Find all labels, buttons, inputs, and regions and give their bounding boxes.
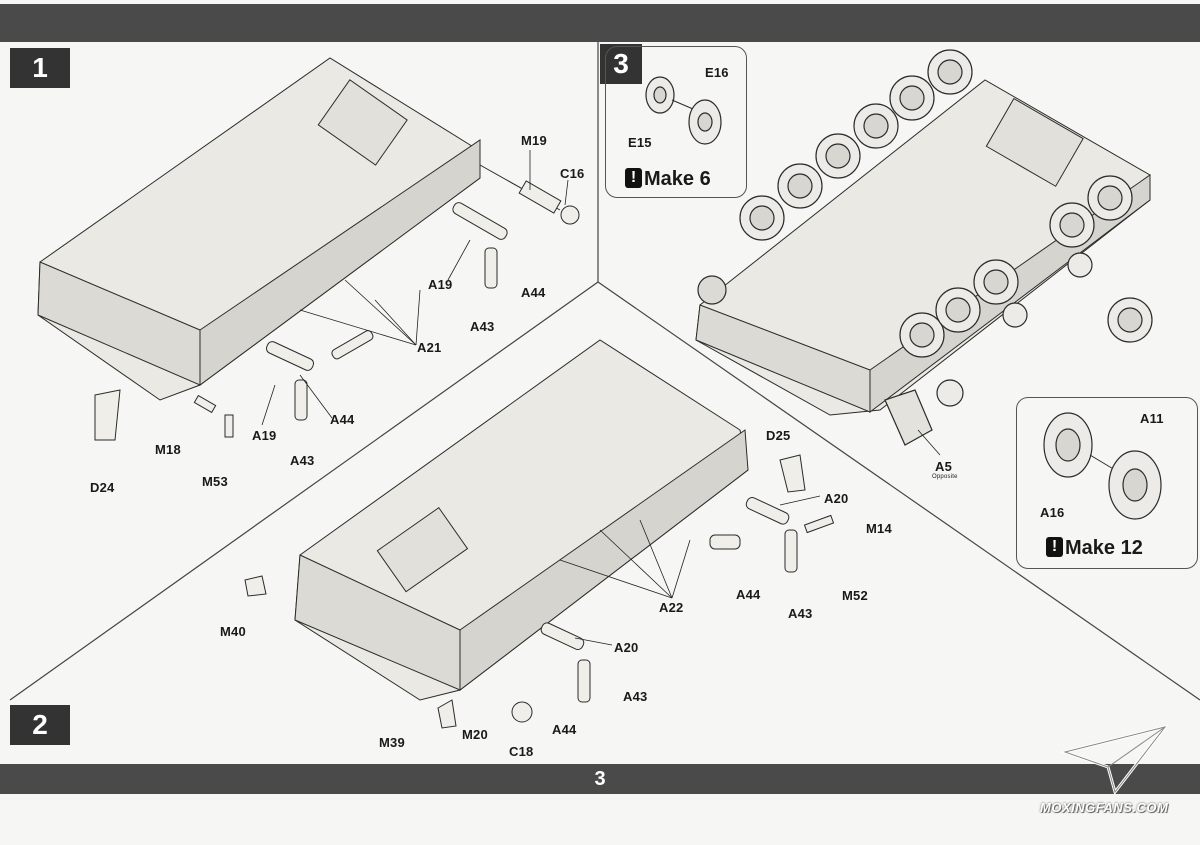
step2-suspension-parts: [244, 454, 835, 729]
part-label-d24: D24: [90, 480, 115, 495]
make-12-note: !Make 12: [1046, 537, 1143, 560]
part-label-c18: C18: [509, 744, 534, 759]
step1-hull: [37, 57, 481, 401]
part-label-m52: M52: [842, 588, 868, 603]
part-label-a5: A5: [935, 459, 953, 474]
make-12-text: Make 12: [1065, 537, 1143, 559]
paper-plane-logo: [1060, 724, 1169, 796]
part-label-a44: A44: [552, 722, 577, 737]
step-2-badge: 2: [10, 705, 70, 745]
step-dividers: [9, 42, 1200, 701]
watermark-text: MOXINGFANS.COM: [1040, 800, 1169, 815]
part-label-a19: A19: [428, 277, 453, 292]
callout-make6-wheels: [645, 76, 722, 145]
part-label-c16: C16: [560, 166, 585, 181]
step3-sprocket: [884, 389, 933, 446]
part-label-d25: D25: [766, 428, 791, 443]
step2-leader-lines: [559, 495, 821, 646]
part-label-m14: M14: [866, 521, 892, 536]
part-label-a44: A44: [330, 412, 355, 427]
part-label-a43: A43: [788, 606, 813, 621]
part-label-a20: A20: [824, 491, 849, 506]
part-label-a21: A21: [417, 340, 442, 355]
make-6-note: !Make 6: [625, 168, 711, 191]
part-label-a43: A43: [623, 689, 648, 704]
part-label-a43: A43: [470, 319, 495, 334]
top-banner: [0, 4, 1200, 42]
part-label-a11: A11: [1140, 411, 1164, 426]
step3-road-wheels: [697, 49, 1153, 407]
step3-hull: [695, 79, 1151, 416]
make-6-text: Make 6: [644, 168, 711, 190]
step1-leader-lines: [261, 150, 569, 426]
part-label-m20: M20: [462, 727, 488, 742]
part-label-m18: M18: [155, 442, 181, 457]
step2-hull: [294, 339, 749, 701]
page-number: 3: [594, 768, 606, 790]
callout-make12-wheels: [1043, 412, 1162, 520]
part-label-m53: M53: [202, 474, 228, 489]
part-label-a22: A22: [659, 600, 684, 615]
step1-suspension-parts: [94, 164, 580, 441]
exclamation-icon: !: [625, 168, 642, 188]
part-label-a44: A44: [736, 587, 761, 602]
part-label-a19: A19: [252, 428, 277, 443]
part-label-a44: A44: [521, 285, 546, 300]
part-label-e16: E16: [705, 65, 729, 80]
part-label-a16: A16: [1040, 505, 1065, 520]
step3-leader-lines: [917, 429, 941, 456]
part-label-m39: M39: [379, 735, 405, 750]
part-label-a43: A43: [290, 453, 315, 468]
make-12-callout: [1016, 397, 1198, 569]
part-label-e15: E15: [628, 135, 652, 150]
part-label-a20: A20: [614, 640, 639, 655]
part-label-m19: M19: [521, 133, 547, 148]
part-label-m40: M40: [220, 624, 246, 639]
part-note-opposite: Opposite: [932, 474, 958, 480]
step-1-badge: 1: [10, 48, 70, 88]
exclamation-icon: !: [1046, 537, 1063, 557]
bottom-banner: [0, 764, 1200, 794]
make-6-callout: [605, 46, 747, 198]
